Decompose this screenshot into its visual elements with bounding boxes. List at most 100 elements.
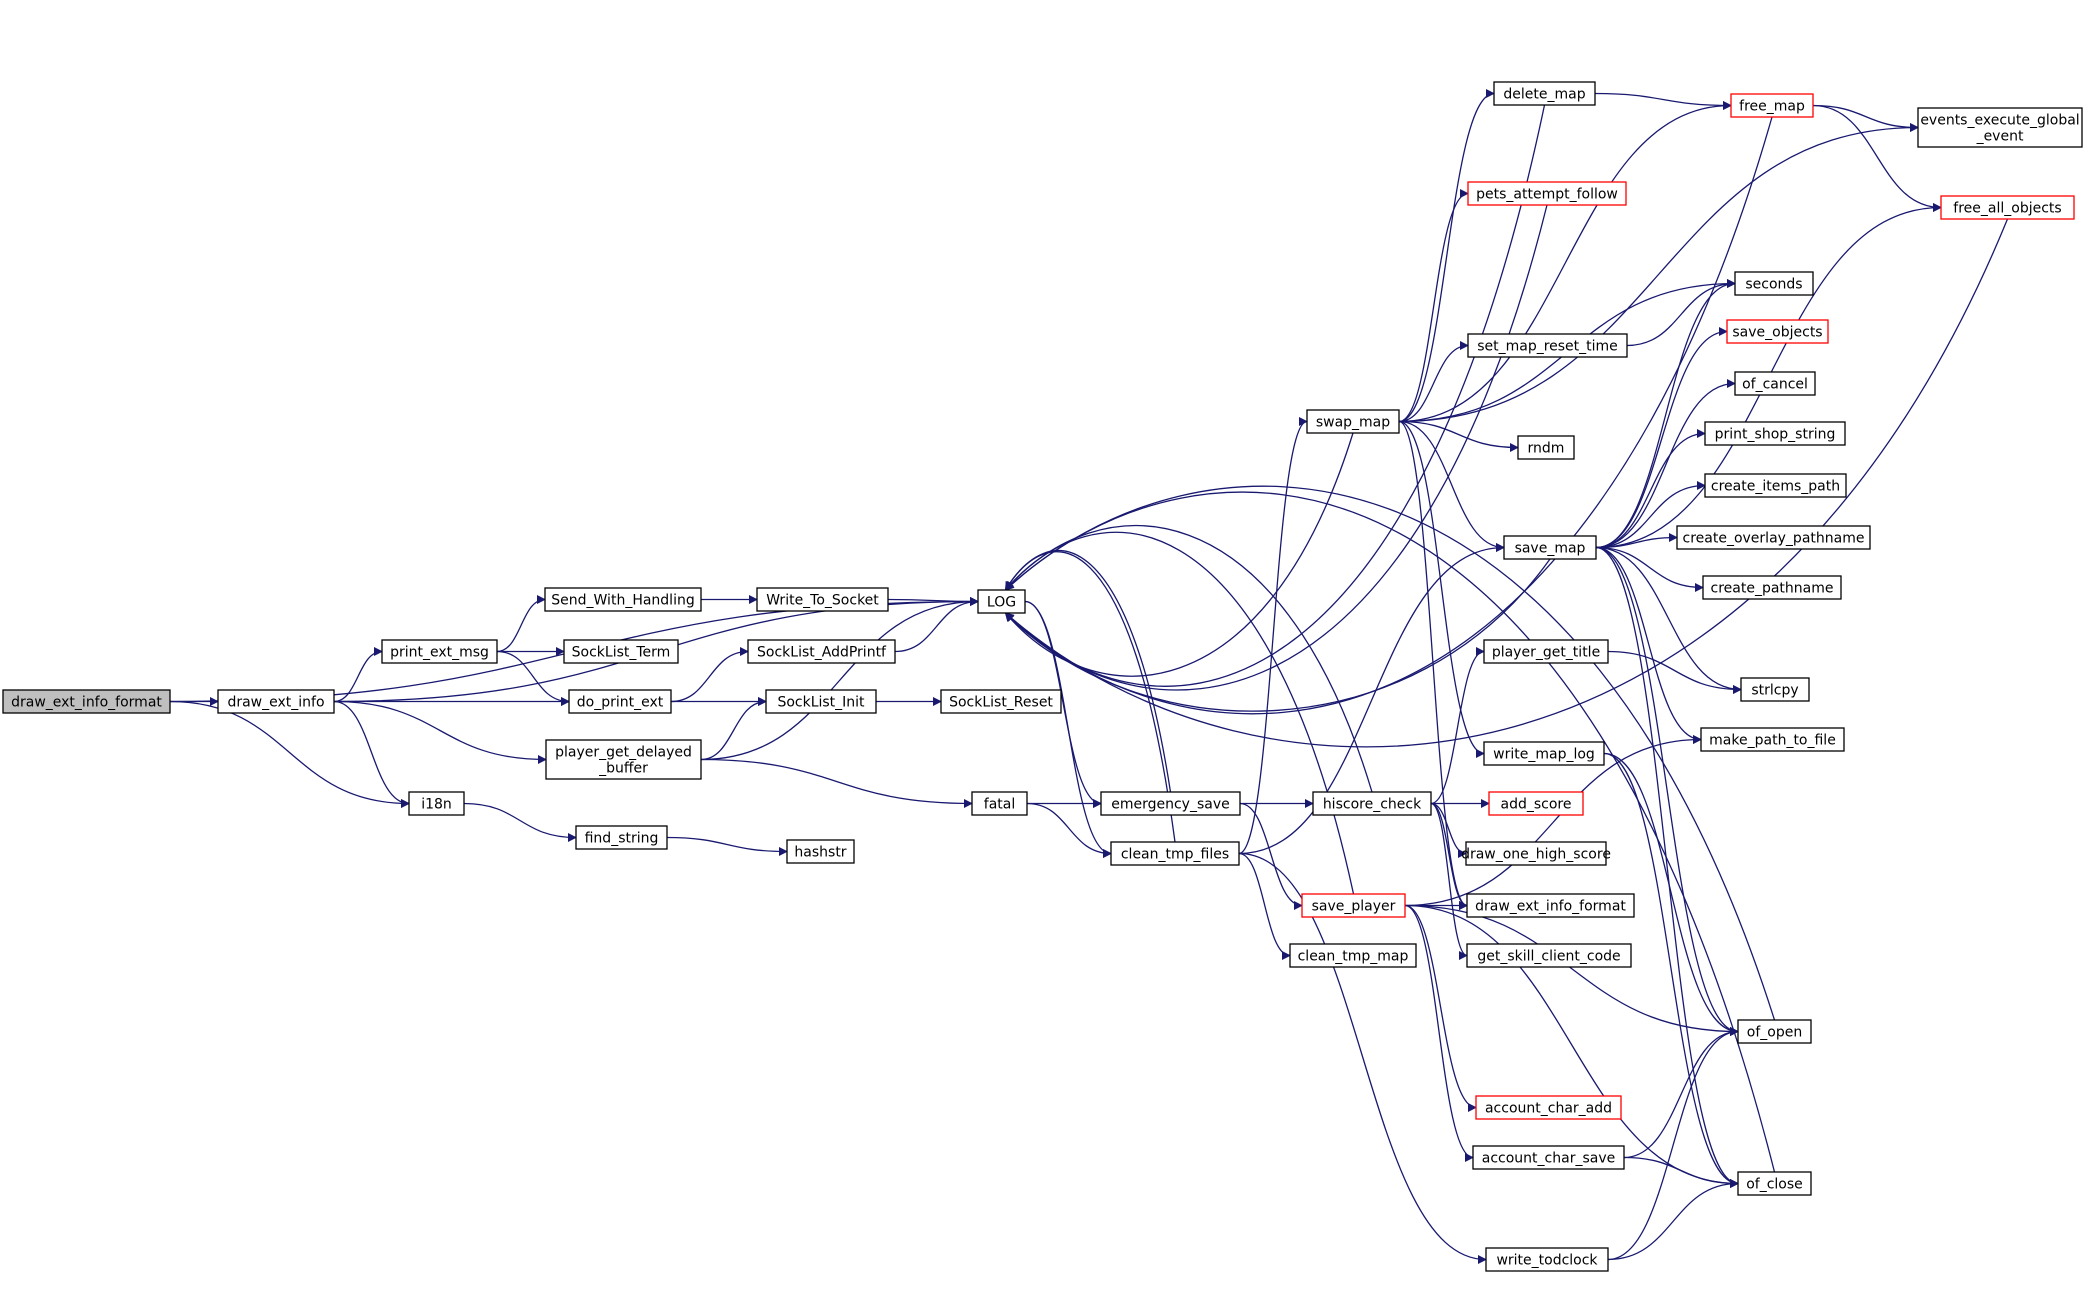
node-find_string[interactable]: find_string: [575, 825, 668, 850]
node-draw_ext_info_format_root[interactable]: draw_ext_info_format: [2, 689, 171, 714]
edge-save_map-to-of_cancel: [1595, 379, 1736, 549]
node-draw_one_high_score[interactable]: draw_one_high_score: [1461, 841, 1611, 866]
node-SockList_Reset[interactable]: SockList_Reset: [940, 689, 1062, 714]
node-fatal[interactable]: fatal: [971, 791, 1028, 816]
node-save_objects[interactable]: save_objects: [1726, 319, 1829, 344]
edge-clean_tmp_files-to-write_todclock: [1238, 852, 1487, 1264]
node-label: delete_map: [1503, 87, 1585, 103]
node-of_cancel[interactable]: of_cancel: [1734, 371, 1816, 396]
node-seconds[interactable]: seconds: [1734, 271, 1814, 296]
edge-swap_map-to-LOG: [1004, 432, 1354, 677]
node-rndm[interactable]: rndm: [1517, 435, 1575, 460]
node-write_map_log[interactable]: write_map_log: [1483, 741, 1605, 766]
edge-save_map-to-create_items_path: [1595, 481, 1706, 549]
edge-draw_ext_info-to-player_get_delayed_buffer: [333, 700, 547, 764]
node-draw_ext_info[interactable]: draw_ext_info: [217, 689, 335, 714]
edge-hiscore_check-to-draw_one_high_score: [1430, 802, 1467, 858]
node-of_close[interactable]: of_close: [1737, 1171, 1812, 1196]
edge-hiscore_check-to-LOG: [1004, 525, 1373, 793]
node-label: pets_attempt_follow: [1476, 187, 1618, 203]
node-save_player[interactable]: save_player: [1301, 893, 1406, 918]
node-strlcpy[interactable]: strlcpy: [1740, 677, 1810, 702]
node-save_map[interactable]: save_map: [1503, 535, 1597, 560]
node-free_all_objects[interactable]: free_all_objects: [1940, 195, 2075, 220]
node-box: [1465, 841, 1607, 866]
node-box: [1466, 943, 1632, 968]
node-LOG[interactable]: LOG: [977, 589, 1026, 614]
edge-free_map-to-events_execute_global_event: [1812, 104, 1919, 132]
node-hashstr[interactable]: hashstr: [786, 839, 855, 864]
node-of_open[interactable]: of_open: [1737, 1019, 1812, 1044]
node-swap_map[interactable]: swap_map: [1306, 409, 1400, 434]
node-draw_ext_info_format_2[interactable]: draw_ext_info_format: [1466, 893, 1635, 918]
edge-swap_map-to-free_map: [1398, 101, 1732, 423]
node-create_pathname[interactable]: create_pathname: [1702, 575, 1842, 600]
edge-save_map-to-strlcpy: [1595, 546, 1742, 694]
node-make_path_to_file[interactable]: make_path_to_file: [1700, 727, 1845, 752]
edge-save_map-to-seconds: [1595, 279, 1736, 549]
node-SockList_Init[interactable]: SockList_Init: [765, 689, 877, 714]
node-set_map_reset_time[interactable]: set_map_reset_time: [1467, 333, 1628, 358]
node-label: print_shop_string: [1715, 427, 1836, 443]
edge-free_all_objects-to-LOG: [1004, 218, 2009, 748]
edge-print_ext_msg-to-Send_With_Handling: [496, 595, 546, 653]
node-box: [568, 689, 672, 714]
node-Send_With_Handling[interactable]: Send_With_Handling: [544, 587, 702, 612]
node-box: [786, 839, 855, 864]
node-clean_tmp_map[interactable]: clean_tmp_map: [1289, 943, 1417, 968]
edge-do_print_ext-to-SockList_AddPrintf: [670, 647, 749, 703]
node-account_char_save[interactable]: account_char_save: [1472, 1145, 1625, 1170]
node-player_get_delayed_buffer[interactable]: player_get_delayed_buffer: [545, 739, 702, 780]
node-label: LOG: [987, 595, 1016, 611]
edges-layer: [169, 89, 2009, 1264]
node-box: [1940, 195, 2075, 220]
node-delete_map[interactable]: delete_map: [1493, 81, 1596, 106]
node-hiscore_check[interactable]: hiscore_check: [1312, 791, 1432, 816]
edge-write_todclock-to-of_open: [1607, 1027, 1739, 1261]
node-add_score[interactable]: add_score: [1488, 791, 1584, 816]
node-label: create_pathname: [1711, 581, 1834, 597]
node-i18n[interactable]: i18n: [408, 791, 465, 816]
node-write_todclock[interactable]: write_todclock: [1485, 1247, 1609, 1272]
node-box: [1467, 181, 1627, 206]
edge-save_player-to-make_path_to_file: [1404, 735, 1702, 907]
node-label: draw_ext_info_format: [1475, 899, 1626, 915]
node-clean_tmp_files[interactable]: clean_tmp_files: [1110, 841, 1240, 866]
node-create_items_path[interactable]: create_items_path: [1704, 473, 1847, 498]
node-create_overlay_pathname[interactable]: create_overlay_pathname: [1676, 525, 1871, 550]
edge-emergency_save-to-save_player: [1239, 802, 1303, 910]
node-box: [1503, 535, 1597, 560]
edge-i18n-to-find_string: [463, 802, 577, 842]
node-print_ext_msg[interactable]: print_ext_msg: [381, 639, 498, 664]
node-box: [563, 639, 679, 664]
node-box: [1466, 893, 1635, 918]
node-account_char_add[interactable]: account_char_add: [1475, 1095, 1622, 1120]
node-events_execute_global_event[interactable]: events_execute_global_event: [1917, 107, 2083, 148]
node-SockList_Term[interactable]: SockList_Term: [563, 639, 679, 664]
node-label: emergency_save: [1111, 797, 1230, 813]
edge-write_map_log-to-of_close: [1603, 752, 1739, 1188]
node-box: [1312, 791, 1432, 816]
node-label: strlcpy: [1751, 683, 1798, 699]
node-do_print_ext[interactable]: do_print_ext: [568, 689, 672, 714]
edge-draw_ext_info_format_root-to-i18n: [169, 700, 410, 808]
node-label: _buffer: [598, 761, 648, 777]
node-label: add_score: [1501, 797, 1572, 813]
edge-account_char_save-to-of_close: [1623, 1156, 1739, 1188]
node-SockList_AddPrintf[interactable]: SockList_AddPrintf: [747, 639, 896, 664]
node-label: Send_With_Handling: [551, 593, 694, 609]
edge-SockList_AddPrintf-to-LOG: [894, 597, 979, 653]
node-pets_attempt_follow[interactable]: pets_attempt_follow: [1467, 181, 1627, 206]
edge-of_open-to-LOG: [1004, 485, 1776, 1021]
edge-print_ext_msg-to-do_print_ext: [496, 650, 570, 706]
edge-LOG-to-clean_tmp_files: [1024, 600, 1112, 858]
edge-save_map-to-make_path_to_file: [1595, 546, 1702, 744]
node-free_map[interactable]: free_map: [1730, 93, 1814, 118]
node-emergency_save[interactable]: emergency_save: [1100, 791, 1241, 816]
edge-draw_ext_info-to-i18n: [333, 700, 410, 808]
node-get_skill_client_code[interactable]: get_skill_client_code: [1466, 943, 1632, 968]
node-Write_To_Socket[interactable]: Write_To_Socket: [756, 587, 889, 612]
node-print_shop_string[interactable]: print_shop_string: [1704, 421, 1846, 446]
node-player_get_title[interactable]: player_get_title: [1483, 639, 1609, 664]
